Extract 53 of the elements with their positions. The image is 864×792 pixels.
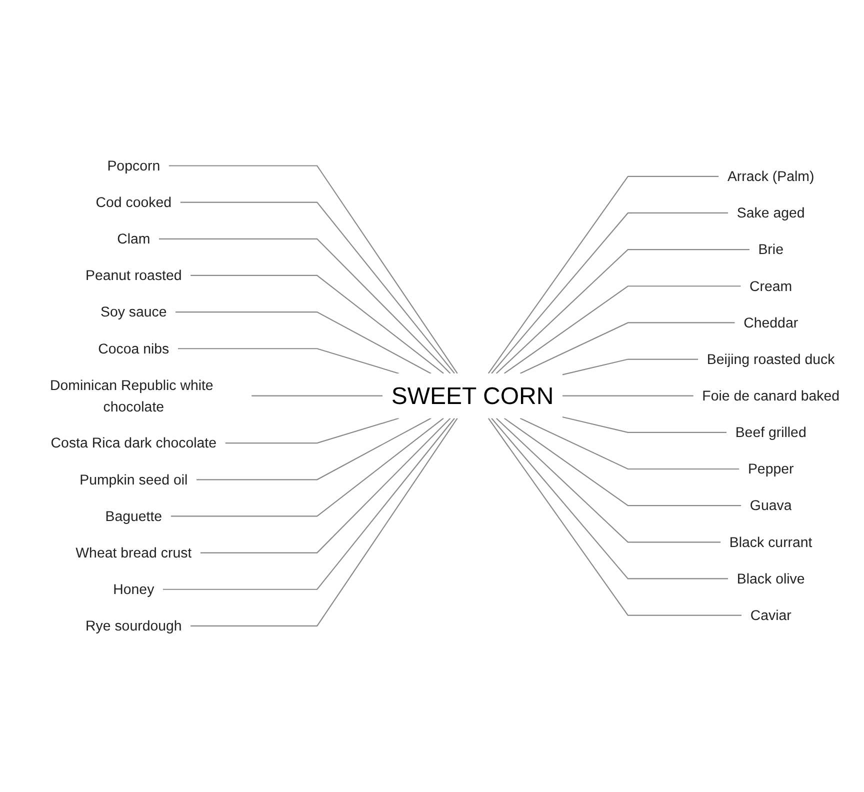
connector bbox=[504, 286, 741, 374]
connector bbox=[196, 418, 432, 480]
connector bbox=[170, 418, 444, 517]
node-text: Black olive bbox=[736, 570, 805, 587]
node-text: Honey bbox=[113, 581, 154, 598]
connector bbox=[158, 238, 451, 374]
connector bbox=[496, 418, 721, 543]
node-text: Brie bbox=[758, 241, 784, 258]
node-text: SWEET CORN bbox=[391, 382, 554, 410]
node-text: Guava bbox=[750, 497, 792, 514]
connector bbox=[176, 312, 432, 374]
node-text: Foie de canard baked bbox=[702, 388, 840, 404]
connector bbox=[190, 418, 458, 627]
node-text: Sake aged bbox=[736, 204, 805, 222]
node-text: Pumpkin seed oil bbox=[80, 471, 188, 488]
node-text: Clam bbox=[117, 230, 150, 247]
node-text: Soy sauce bbox=[100, 304, 167, 320]
node-text: Pepper bbox=[748, 460, 794, 478]
node-text: Rye sourdough bbox=[86, 618, 182, 634]
node-text: Arrack (Palm) bbox=[727, 168, 814, 184]
connector bbox=[520, 418, 740, 470]
node-text: Caviar bbox=[750, 606, 792, 624]
connector bbox=[562, 395, 694, 397]
connector bbox=[225, 418, 400, 444]
connector bbox=[491, 212, 728, 374]
node-text: Peanut roasted bbox=[86, 267, 182, 284]
connector bbox=[162, 418, 455, 590]
node-text: Cod cooked bbox=[96, 194, 172, 210]
node-text: Cocoa nibs bbox=[98, 340, 170, 357]
node-text: Baguette bbox=[105, 508, 162, 524]
connector bbox=[180, 202, 455, 374]
connector bbox=[562, 358, 698, 376]
node-text: Popcorn bbox=[107, 157, 160, 174]
connector bbox=[520, 322, 735, 374]
node-text: Cheddar bbox=[744, 314, 798, 331]
node-text: Wheat bread crust bbox=[76, 544, 192, 561]
connector bbox=[562, 416, 727, 434]
node-text: Dominican Republic white chocolate bbox=[50, 376, 214, 415]
node-text: Costa Rica dark chocolate bbox=[50, 434, 217, 452]
connector bbox=[190, 275, 444, 374]
connector bbox=[488, 418, 742, 616]
connector bbox=[488, 176, 719, 374]
connector bbox=[178, 348, 400, 374]
connector bbox=[496, 249, 750, 374]
node-text: Cream bbox=[750, 278, 792, 294]
node-text: Beef grilled bbox=[735, 424, 806, 440]
connector bbox=[504, 418, 742, 506]
connector bbox=[252, 395, 383, 397]
node-text: Black currant bbox=[729, 534, 812, 550]
connector bbox=[168, 165, 458, 374]
connector bbox=[491, 418, 728, 580]
node-text: Beijing roasted duck bbox=[706, 350, 835, 368]
connector bbox=[200, 418, 451, 554]
